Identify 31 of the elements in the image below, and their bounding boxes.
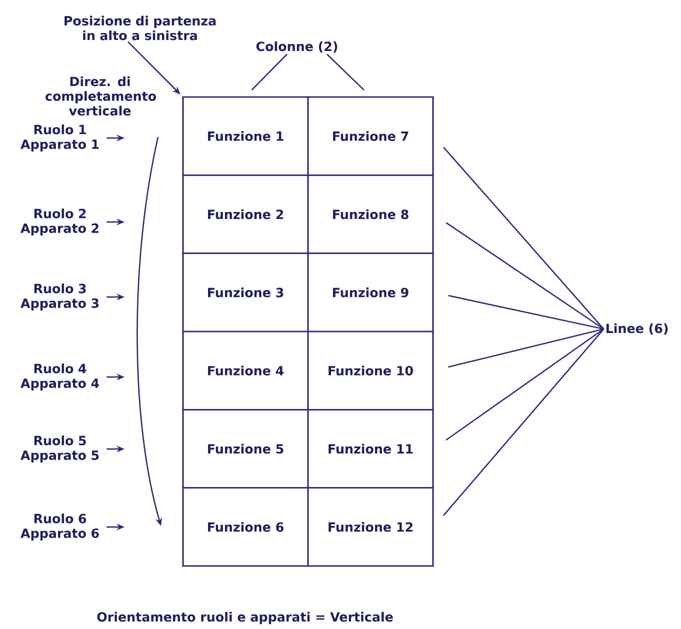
table-cell: Funzione 9 — [307, 252, 434, 332]
annotation-text: Ruolo 4 Apparato 4 — [20, 364, 99, 390]
annotation-text: Ruolo 3 Apparato 3 — [20, 284, 99, 310]
table-cell: Funzione 7 — [307, 96, 434, 176]
table-cell: Funzione 3 — [182, 252, 309, 332]
annotation-text: Linee (6) — [606, 323, 668, 335]
table-cell: Funzione 11 — [307, 409, 434, 488]
table-cell: Funzione 12 — [307, 487, 434, 567]
leader-line — [251, 54, 288, 90]
leader-line — [446, 328, 604, 441]
table-cell: Funzione 2 — [182, 174, 309, 254]
annotation-text: Colonne (2) — [256, 41, 338, 53]
table-cell: Funzione 5 — [182, 409, 309, 488]
annotation-text: Ruolo 5 Apparato 5 — [20, 436, 99, 462]
table-cell: Funzione 1 — [182, 96, 309, 176]
annotation-text: Ruolo 2 Apparato 2 — [20, 208, 98, 236]
annotation-text: Ruolo 6 Apparato 6 — [20, 514, 99, 540]
leader-line — [446, 222, 604, 330]
table-cell: Funzione 8 — [307, 174, 434, 254]
table-cell: Funzione 6 — [182, 487, 309, 567]
table-cell: Funzione 10 — [307, 330, 434, 410]
leader-line — [443, 146, 604, 330]
table-cell: Funzione 4 — [182, 330, 309, 410]
annotation-text: Posizione di partenza in alto a sinistra — [64, 16, 216, 40]
leader-line — [326, 54, 364, 91]
annotation-text: Direz. di completamento verticale — [46, 76, 156, 116]
leader-line — [448, 294, 604, 330]
caption: Orientamento ruoli e apparati = Verticale — [97, 612, 393, 624]
leader-line — [448, 328, 604, 368]
annotation-text: Ruolo 1 Apparato 1 — [20, 124, 99, 152]
leader-line — [442, 328, 604, 516]
